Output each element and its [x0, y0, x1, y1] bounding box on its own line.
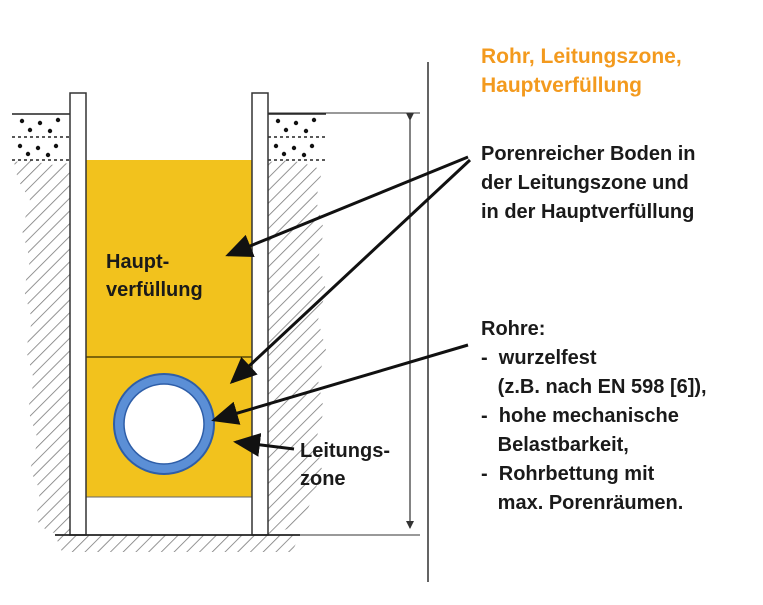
arrow-to-pipe [211, 343, 469, 425]
shoring-right [251, 92, 269, 536]
pipe-note-line: (z.B. nach EN 598 [6]), [481, 376, 707, 398]
soil-note: Porenreicher Boden in der Leitungszone u… [481, 140, 696, 227]
page-title: Rohr, Leitungszone, Hauptverfüllung [481, 42, 751, 100]
pipe-bore [123, 383, 205, 465]
arrow-to-pipe-zone [229, 158, 472, 385]
gravel-dots-right [273, 117, 317, 158]
soil-note-line: Porenreicher Boden in [481, 143, 696, 165]
pipe-zone-label-line: zone [300, 468, 346, 490]
soil-note-line: der Leitungszone und [481, 172, 689, 194]
arrow-to-leitungszone [233, 432, 295, 457]
pipe-note-heading: Rohre: [481, 318, 546, 340]
soil-right [268, 160, 326, 535]
pipe-note-line: - hohe mechanische [481, 405, 679, 427]
shoring-left [69, 92, 87, 536]
main-backfill-label: Haupt- verfüllung [106, 248, 203, 304]
pipe-note-line: - Rohrbettung mit [481, 463, 655, 485]
main-backfill [86, 160, 252, 357]
pipe-note: Rohre: - wurzelfest (z.B. nach EN 598 [6… [481, 315, 707, 518]
trench-bottom [86, 497, 252, 535]
pipe-zone-label: Leitungs- zone [300, 437, 390, 493]
pipe-zone-label-line: Leitungs- [300, 440, 390, 462]
pipe-note-line: max. Porenräumen. [481, 492, 684, 514]
soil-left [14, 160, 70, 535]
soil-note-line: in der Hauptverfüllung [481, 201, 695, 223]
title-line-2: Hauptverfüllung [481, 74, 642, 97]
main-backfill-label-line: verfüllung [106, 279, 203, 301]
gravel-dots-left [17, 117, 61, 158]
title-line-1: Rohr, Leitungszone, [481, 45, 682, 68]
pipe-note-line: Belastbarkeit, [481, 434, 629, 456]
pipe-note-line: - wurzelfest [481, 347, 597, 369]
soil-bottom [55, 535, 300, 552]
arrow-to-backfill [225, 155, 469, 258]
main-backfill-label-line: Haupt- [106, 251, 170, 273]
